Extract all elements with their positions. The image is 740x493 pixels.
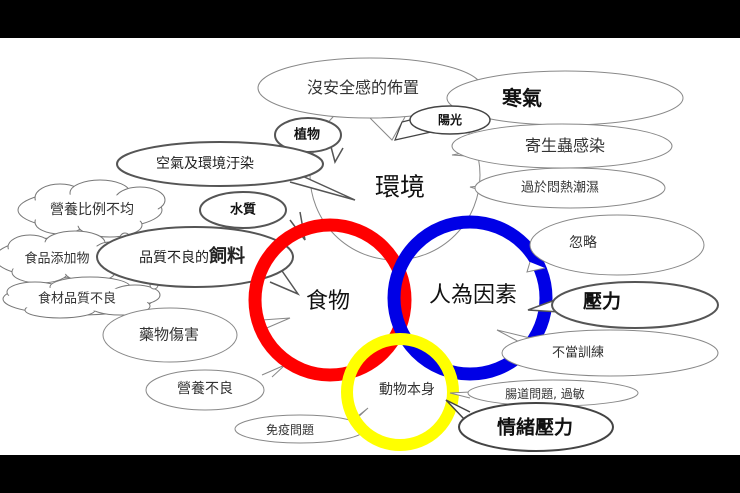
top-letterbox-bar xyxy=(0,0,740,38)
label-immune: 免疫問題 xyxy=(265,423,315,437)
bubble-malnutrition xyxy=(145,369,265,411)
label-cold: 寒氣 xyxy=(502,86,542,110)
label-improper-training: 不當訓練 xyxy=(551,345,605,361)
label-nutrition-ratio: 營養比例不均 xyxy=(50,202,134,218)
label-poor-feed: 品質不良的飼料 xyxy=(139,248,245,266)
hub-animal-itself: 動物本身 xyxy=(379,382,435,398)
callout-tail xyxy=(261,364,286,378)
label-water-quality: 水質 xyxy=(229,202,257,218)
hub-food: 食物 xyxy=(305,289,351,314)
label-ingredient-quality: 食材品質不良 xyxy=(37,291,117,307)
bubble-poor-feed xyxy=(96,226,294,288)
cloud-nutrition-ratio xyxy=(17,179,166,238)
label-hot-humid: 過於悶熱潮濕 xyxy=(520,180,600,196)
label-gut-allergy: 腸道問題, 過敏 xyxy=(505,387,585,401)
label-parasite: 寄生蟲感染 xyxy=(524,136,606,155)
diagram-shapes xyxy=(0,57,719,452)
callout-tail xyxy=(445,399,471,421)
label-stress: 壓力 xyxy=(582,290,622,313)
animal-itself-ring xyxy=(341,333,459,451)
callout-tail xyxy=(289,174,356,201)
callout-tail xyxy=(526,261,546,273)
bubble-hot-humid xyxy=(474,167,666,209)
label-drug-harm: 藥物傷害 xyxy=(138,325,200,344)
label-sunlight: 陽光 xyxy=(437,113,463,127)
label-food-additives: 食品添加物 xyxy=(24,251,90,267)
food-ring xyxy=(248,218,412,382)
label-emotional-stress: 情緒壓力 xyxy=(496,416,574,439)
label-no-security: 沒安全感的佈置 xyxy=(306,78,420,97)
bubble-water-quality xyxy=(199,191,287,229)
hub-environment: 環境 xyxy=(374,172,426,202)
bubble-emotional-stress xyxy=(458,402,614,452)
label-feed-emphasis: 飼料 xyxy=(209,246,245,267)
diagram-canvas: 環境 食物 人為因素 動物本身 沒安全感的佈置 寒氣 陽光 寄生蟲感染 過於悶熱… xyxy=(0,38,740,455)
callout-tail xyxy=(394,119,441,141)
bubble-improper-training xyxy=(501,329,719,377)
bubble-sunlight xyxy=(409,105,491,135)
label-poor-feed-prefix: 品質不良的 xyxy=(139,250,209,266)
bubble-neglect xyxy=(529,214,705,276)
label-air-pollution: 空氣及環境汙染 xyxy=(156,156,254,172)
cloud-ingredient-quality xyxy=(2,276,161,319)
bubble-air-pollution xyxy=(116,141,324,187)
bubble-drug-harm xyxy=(102,307,238,363)
human-factors-ring xyxy=(387,215,553,381)
label-plants: 植物 xyxy=(293,127,321,143)
bubble-stress xyxy=(551,281,719,329)
hub-human-factors: 人為因素 xyxy=(428,283,518,308)
callout-tail xyxy=(261,317,291,331)
callout-tail xyxy=(329,142,344,164)
callout-tail xyxy=(449,391,471,399)
bottom-letterbox-bar xyxy=(0,455,740,493)
label-malnutrition: 營養不良 xyxy=(177,381,233,397)
label-neglect: 忽略 xyxy=(569,235,597,251)
